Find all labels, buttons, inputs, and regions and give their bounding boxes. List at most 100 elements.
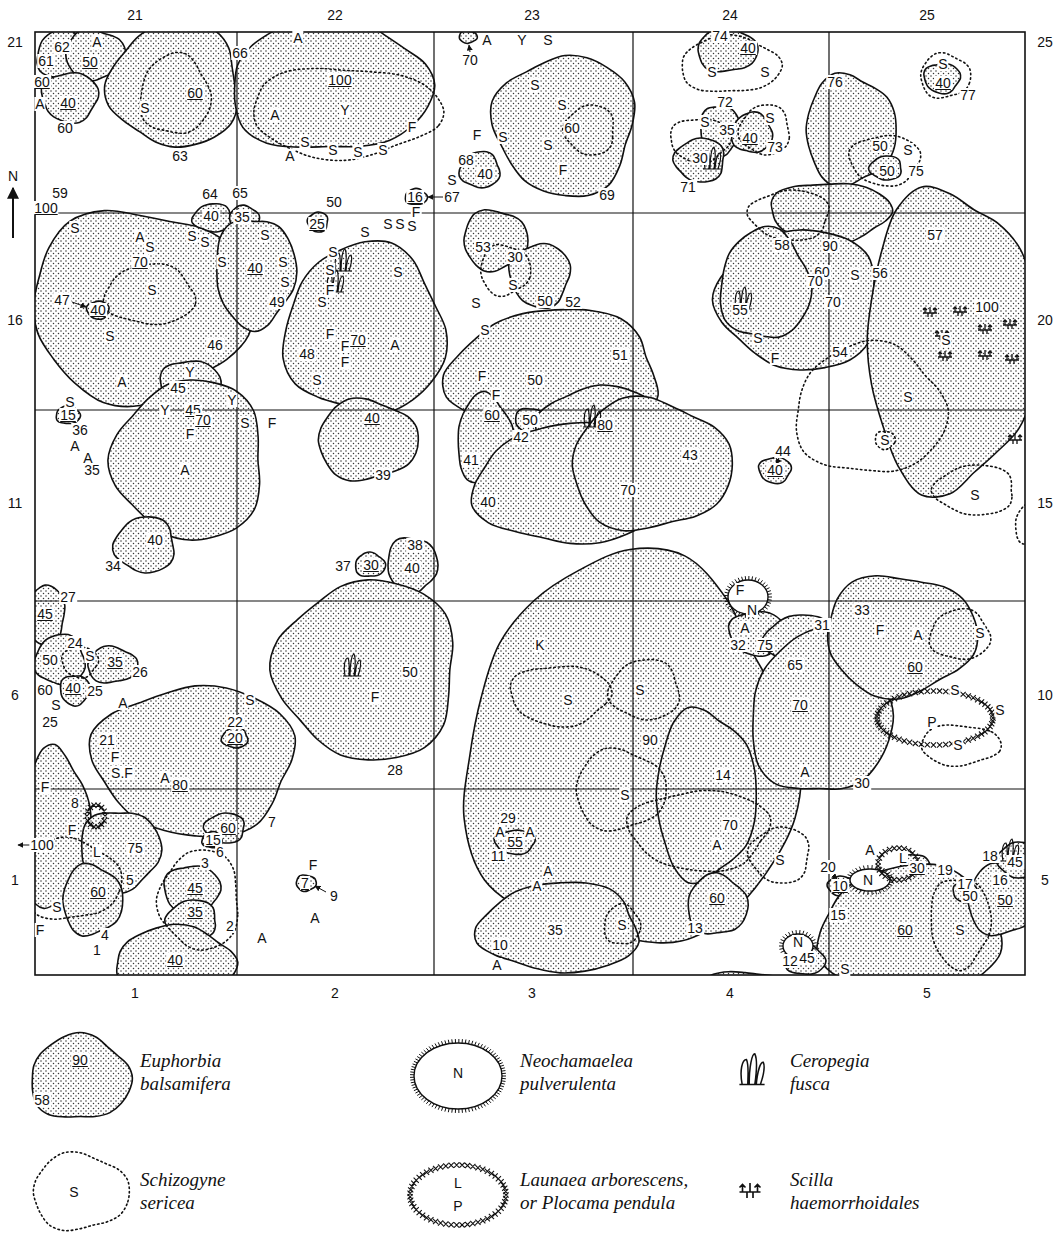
schizogyne-outline xyxy=(931,465,1012,515)
map-label: 55 xyxy=(506,835,524,849)
map-label: Y xyxy=(184,365,195,379)
map-label: 60 xyxy=(219,821,237,835)
map-label: S xyxy=(199,235,210,249)
map-label: 77 xyxy=(959,88,977,102)
map-label: 52 xyxy=(564,295,582,309)
schizogyne-outline xyxy=(140,52,211,133)
map-label: 23 xyxy=(523,8,541,22)
leader-arrow xyxy=(72,302,86,307)
map-label: S xyxy=(902,143,913,157)
euphorbia-patch xyxy=(356,552,386,576)
map-label: 65 xyxy=(231,186,249,200)
map-label: 10 xyxy=(1036,688,1054,702)
map-label: 72 xyxy=(716,95,734,109)
map-label: S xyxy=(50,698,61,712)
ceropegia-symbol xyxy=(343,654,361,676)
map-label: 7 xyxy=(267,815,277,829)
scilla-symbol xyxy=(978,324,992,334)
map-label: S xyxy=(239,416,250,430)
map-label: S xyxy=(937,57,948,71)
map-label: 25 xyxy=(308,217,326,231)
map-label: 28 xyxy=(386,763,404,777)
map-label: 1 xyxy=(92,943,102,957)
map-label: 60 xyxy=(56,121,74,135)
schizogyne-outline xyxy=(254,68,444,160)
map-label: 15 xyxy=(829,908,847,922)
map-label: S xyxy=(774,853,785,867)
map-label: 26 xyxy=(131,665,149,679)
map-label: 40 xyxy=(89,303,107,317)
map-label: 50 xyxy=(996,893,1014,907)
map-label: A xyxy=(309,911,320,925)
map-label: 14 xyxy=(714,768,732,782)
euphorbia-patch xyxy=(464,548,802,943)
map-label: S xyxy=(68,1185,79,1199)
legend-text: Neochamaelea pulverulenta xyxy=(520,1050,680,1096)
neochamaelea-outline xyxy=(414,1043,502,1109)
map-label: 45 xyxy=(798,951,816,965)
map-label: 80 xyxy=(171,778,189,792)
map-label: 70 xyxy=(131,255,149,269)
map-label: 60 xyxy=(483,408,501,422)
euphorbia-patch xyxy=(673,138,724,182)
map-label: S xyxy=(327,143,338,157)
map-label: 3 xyxy=(200,856,210,870)
map-label: 62 xyxy=(53,40,71,54)
map-label: F xyxy=(40,780,51,794)
schizogyne-outline xyxy=(627,790,771,871)
map-label: 21 xyxy=(6,35,24,49)
map-label: S xyxy=(940,333,951,347)
map-label: A xyxy=(256,931,267,945)
map-label: L xyxy=(898,851,908,865)
map-label: S xyxy=(556,98,567,112)
map-label: S xyxy=(529,78,540,92)
map-label: 50 xyxy=(521,413,539,427)
map-label: 40 xyxy=(403,561,421,575)
map-label: 30 xyxy=(691,151,709,165)
map-label: S xyxy=(470,296,481,310)
map-label: S xyxy=(377,143,388,157)
scilla-symbol xyxy=(978,350,992,360)
map-label: S xyxy=(949,683,960,697)
map-label: 13 xyxy=(686,921,704,935)
map-label: S xyxy=(764,111,775,125)
map-label: 56 xyxy=(871,266,889,280)
map-label: 53 xyxy=(474,240,492,254)
leader-arrow xyxy=(12,188,14,238)
map-label: 21 xyxy=(98,733,116,747)
map-label: 6 xyxy=(215,845,225,859)
euphorbia-patch xyxy=(217,221,297,332)
euphorbia-patch xyxy=(656,707,756,883)
map-label: A xyxy=(542,864,553,878)
leader-arrow xyxy=(18,845,30,846)
scilla-symbol xyxy=(923,307,937,317)
map-label: 19 xyxy=(936,863,954,877)
map-label: A xyxy=(389,338,400,352)
legend-text: Launaea arborescens, or Plocama pendula xyxy=(520,1169,690,1215)
map-label: S xyxy=(446,173,457,187)
neochamaelea-ticks xyxy=(410,1039,506,1113)
euphorbia-patch xyxy=(117,924,238,975)
map-label: S xyxy=(324,263,335,277)
map-label: A xyxy=(799,765,810,779)
map-label: 30 xyxy=(908,861,926,875)
map-label: 69 xyxy=(598,188,616,202)
euphorbia-patch xyxy=(806,73,896,187)
map-label: S xyxy=(244,693,255,707)
map-label: 70 xyxy=(721,818,739,832)
map-label: S xyxy=(146,283,157,297)
map-label: 4 xyxy=(725,986,735,1000)
map-label: 40 xyxy=(64,681,82,695)
map-label: 16 xyxy=(6,313,24,327)
map-label: 100 xyxy=(327,73,352,87)
schizogyne-outline xyxy=(931,880,991,970)
map-label: S xyxy=(839,962,850,976)
map-label: 10 xyxy=(491,938,509,952)
scilla-symbol xyxy=(1008,434,1022,444)
map-label: 35 xyxy=(233,210,251,224)
map-label: 40 xyxy=(934,76,952,90)
map-label: F xyxy=(185,427,196,441)
map-label: P xyxy=(926,715,937,729)
map-label: 30 xyxy=(506,250,524,264)
neochamaelea-ticks xyxy=(724,576,772,618)
